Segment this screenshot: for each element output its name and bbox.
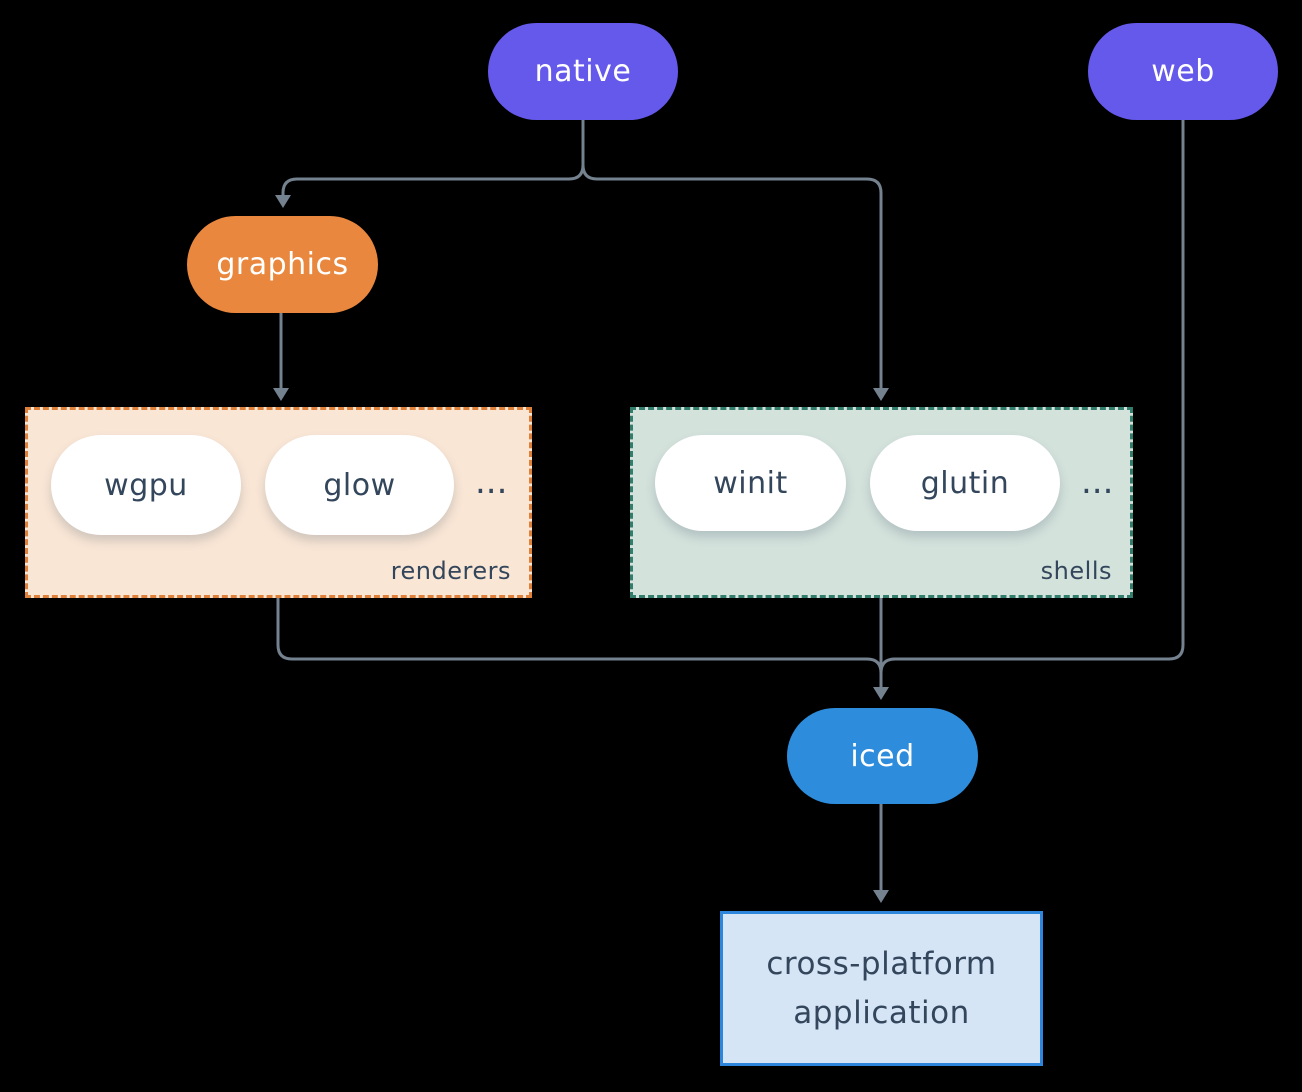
node-web: web (1088, 23, 1278, 120)
node-iced: iced (787, 708, 978, 804)
node-native-label: native (534, 54, 632, 89)
node-iced-label: iced (850, 738, 915, 774)
node-wgpu: wgpu (51, 435, 241, 535)
node-wgpu-label: wgpu (104, 467, 188, 503)
edge-native-junction-left (568, 164, 585, 181)
shells-ellipsis: ... (1081, 462, 1114, 502)
renderers-group-label: renderers (390, 557, 511, 585)
edge-renderers-iced (276, 598, 883, 674)
node-glutin: glutin (870, 435, 1060, 531)
node-web-label: web (1151, 54, 1215, 89)
node-winit: winit (655, 435, 846, 531)
node-graphics: graphics (187, 216, 378, 313)
arrowhead-renderers (273, 388, 289, 401)
arrowhead-iced (873, 687, 889, 700)
node-native: native (488, 23, 678, 120)
node-application: cross-platform application (720, 911, 1043, 1066)
node-glow: glow (265, 435, 454, 535)
edge-native-graphics (281, 177, 569, 196)
node-winit-label: winit (713, 465, 788, 501)
application-label-line2: application (793, 995, 970, 1031)
group-renderers: wgpu glow ... renderers (25, 407, 532, 598)
node-glow-label: glow (323, 467, 396, 503)
edge-native-shells (597, 177, 883, 389)
shells-group-label: shells (1040, 557, 1112, 585)
arrowhead-shells (873, 388, 889, 401)
group-shells: winit glutin ... shells (630, 407, 1133, 598)
arrowhead-application (873, 890, 889, 903)
edge-web-iced (879, 120, 1185, 674)
edge-native-junction-right (581, 164, 598, 181)
node-glutin-label: glutin (920, 465, 1010, 501)
arrowhead-graphics (275, 195, 291, 208)
node-graphics-label: graphics (216, 247, 349, 282)
application-label-line1: cross-platform (766, 946, 997, 982)
renderers-ellipsis: ... (475, 462, 508, 502)
